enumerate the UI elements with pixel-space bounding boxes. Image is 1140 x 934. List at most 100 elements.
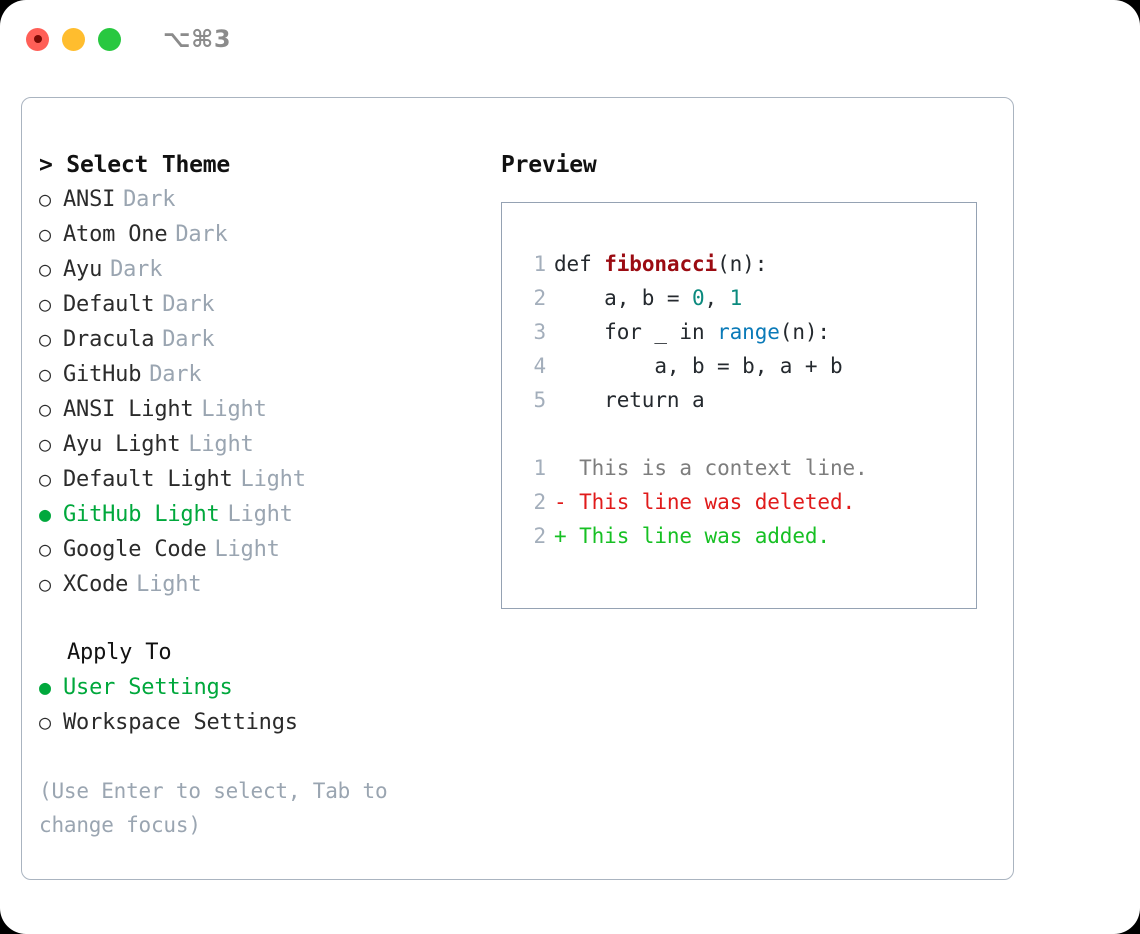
theme-name-label: Dracula <box>63 327 155 352</box>
diff-line: 2 + This line was added. <box>520 519 976 553</box>
code-token: (n): <box>717 252 768 276</box>
code-line: 2 a, b = 0, 1 <box>520 281 976 315</box>
theme-name-label: Ayu Light <box>63 432 181 457</box>
line-number: 2 <box>533 490 546 514</box>
diff-line: 2- This line was deleted. <box>520 485 976 519</box>
diff-marker <box>554 451 567 485</box>
line-number: 1 <box>533 252 546 276</box>
code-line-content: for _ in range(n): <box>554 315 830 349</box>
diff-line: 1 This is a context line. <box>520 451 976 485</box>
radio-unselected-icon: ○ <box>39 187 51 211</box>
code-line: 1 def fibonacci(n): <box>520 247 976 281</box>
keyboard-hint-text: (Use Enter to select, Tab to change focu… <box>39 779 400 837</box>
diff-sample: 1 This is a context line.2- This line wa… <box>520 451 976 553</box>
theme-list-item[interactable]: ○ Ayu Dark <box>39 252 479 287</box>
radio-unselected-icon: ○ <box>39 292 51 316</box>
close-button[interactable] <box>26 27 49 51</box>
radio-unselected-icon: ○ <box>39 467 51 491</box>
theme-variant-tag: Dark <box>149 362 202 387</box>
radio-unselected-icon: ○ <box>39 222 51 246</box>
theme-list-item[interactable]: ○ ANSI Light Light <box>39 392 479 427</box>
radio-selected-icon: ● <box>39 675 51 699</box>
keyboard-shortcut-label: ⌥⌘3 <box>163 25 232 53</box>
code-line-content: a, b = 0, 1 <box>554 281 742 315</box>
theme-variant-tag: Light <box>240 467 306 492</box>
code-line: 3 for _ in range(n): <box>520 315 976 349</box>
theme-variant-tag: Light <box>201 397 267 422</box>
radio-unselected-icon: ○ <box>39 397 51 421</box>
radio-unselected-icon: ○ <box>39 537 51 561</box>
diff-text: This line was deleted. <box>566 490 856 514</box>
theme-name-label: Default Light <box>63 467 233 492</box>
spacer <box>39 602 479 636</box>
theme-list-item[interactable]: ○ Default Dark <box>39 287 479 322</box>
theme-name-label: Ayu <box>63 257 103 282</box>
code-line-content: return a <box>554 383 705 417</box>
theme-variant-tag: Dark <box>162 292 215 317</box>
theme-name-label: GitHub <box>63 362 142 387</box>
theme-list-item[interactable]: ○ Atom One Dark <box>39 217 479 252</box>
theme-variant-tag: Light <box>188 432 254 457</box>
theme-list-item[interactable]: ● GitHub Light Light <box>39 497 479 532</box>
code-line: 5 return a <box>520 383 976 417</box>
recording-indicator-icon <box>33 35 42 43</box>
code-token: fibonacci <box>604 252 718 276</box>
theme-name-label: ANSI Light <box>63 397 194 422</box>
code-token: a, b = <box>554 286 692 310</box>
theme-list-item[interactable]: ○ GitHub Dark <box>39 357 479 392</box>
theme-name-label: Atom One <box>63 222 168 247</box>
radio-unselected-icon: ○ <box>39 327 51 351</box>
title-bar: ⌥⌘3 <box>0 0 1140 78</box>
maximize-button[interactable] <box>98 27 121 51</box>
radio-unselected-icon: ○ <box>39 572 51 596</box>
radio-unselected-icon: ○ <box>39 362 51 386</box>
code-line-content: def fibonacci(n): <box>554 247 767 281</box>
code-token: range <box>717 320 780 344</box>
code-token: for _ in <box>554 320 718 344</box>
select-theme-heading: > Select Theme <box>39 152 231 178</box>
radio-unselected-icon: ○ <box>39 257 51 281</box>
code-token: 0 <box>691 286 705 310</box>
theme-list-item[interactable]: ○ Dracula Dark <box>39 322 479 357</box>
diff-text: This is a context line. <box>566 456 868 480</box>
radio-selected-icon: ● <box>39 502 51 526</box>
apply-to-label: User Settings <box>63 675 233 700</box>
theme-variant-tag: Dark <box>175 222 228 247</box>
code-line: 4 a, b = b, a + b <box>520 349 976 383</box>
code-line-content: a, b = b, a + b <box>554 349 843 383</box>
theme-variant-tag: Light <box>227 502 293 527</box>
theme-name-label: Google Code <box>63 537 207 562</box>
apply-to-option[interactable]: ● User Settings <box>39 670 479 705</box>
apply-to-heading: Apply To <box>67 640 172 665</box>
preview-heading: Preview <box>501 152 597 178</box>
code-token: return a <box>554 388 705 412</box>
apply-to-label: Workspace Settings <box>63 710 298 735</box>
theme-variant-tag: Dark <box>123 187 176 212</box>
window-controls <box>26 27 121 51</box>
code-token: a, b = b, a + b <box>554 354 843 378</box>
diff-marker: + <box>554 524 567 548</box>
theme-name-label: GitHub Light <box>63 502 220 527</box>
theme-name-label: XCode <box>63 572 129 597</box>
line-number: 5 <box>533 388 546 412</box>
apply-to-option[interactable]: ○Workspace Settings <box>39 705 479 740</box>
theme-name-label: Default <box>63 292 155 317</box>
spacer <box>520 417 976 451</box>
code-token: def <box>554 252 605 276</box>
diff-text: This line was added. <box>566 524 830 548</box>
theme-variant-tag: Dark <box>162 327 215 352</box>
theme-list-item[interactable]: ○ Default Light Light <box>39 462 479 497</box>
theme-variant-tag: Dark <box>110 257 163 282</box>
line-number: 2 <box>533 524 546 548</box>
minimize-button[interactable] <box>62 27 85 51</box>
